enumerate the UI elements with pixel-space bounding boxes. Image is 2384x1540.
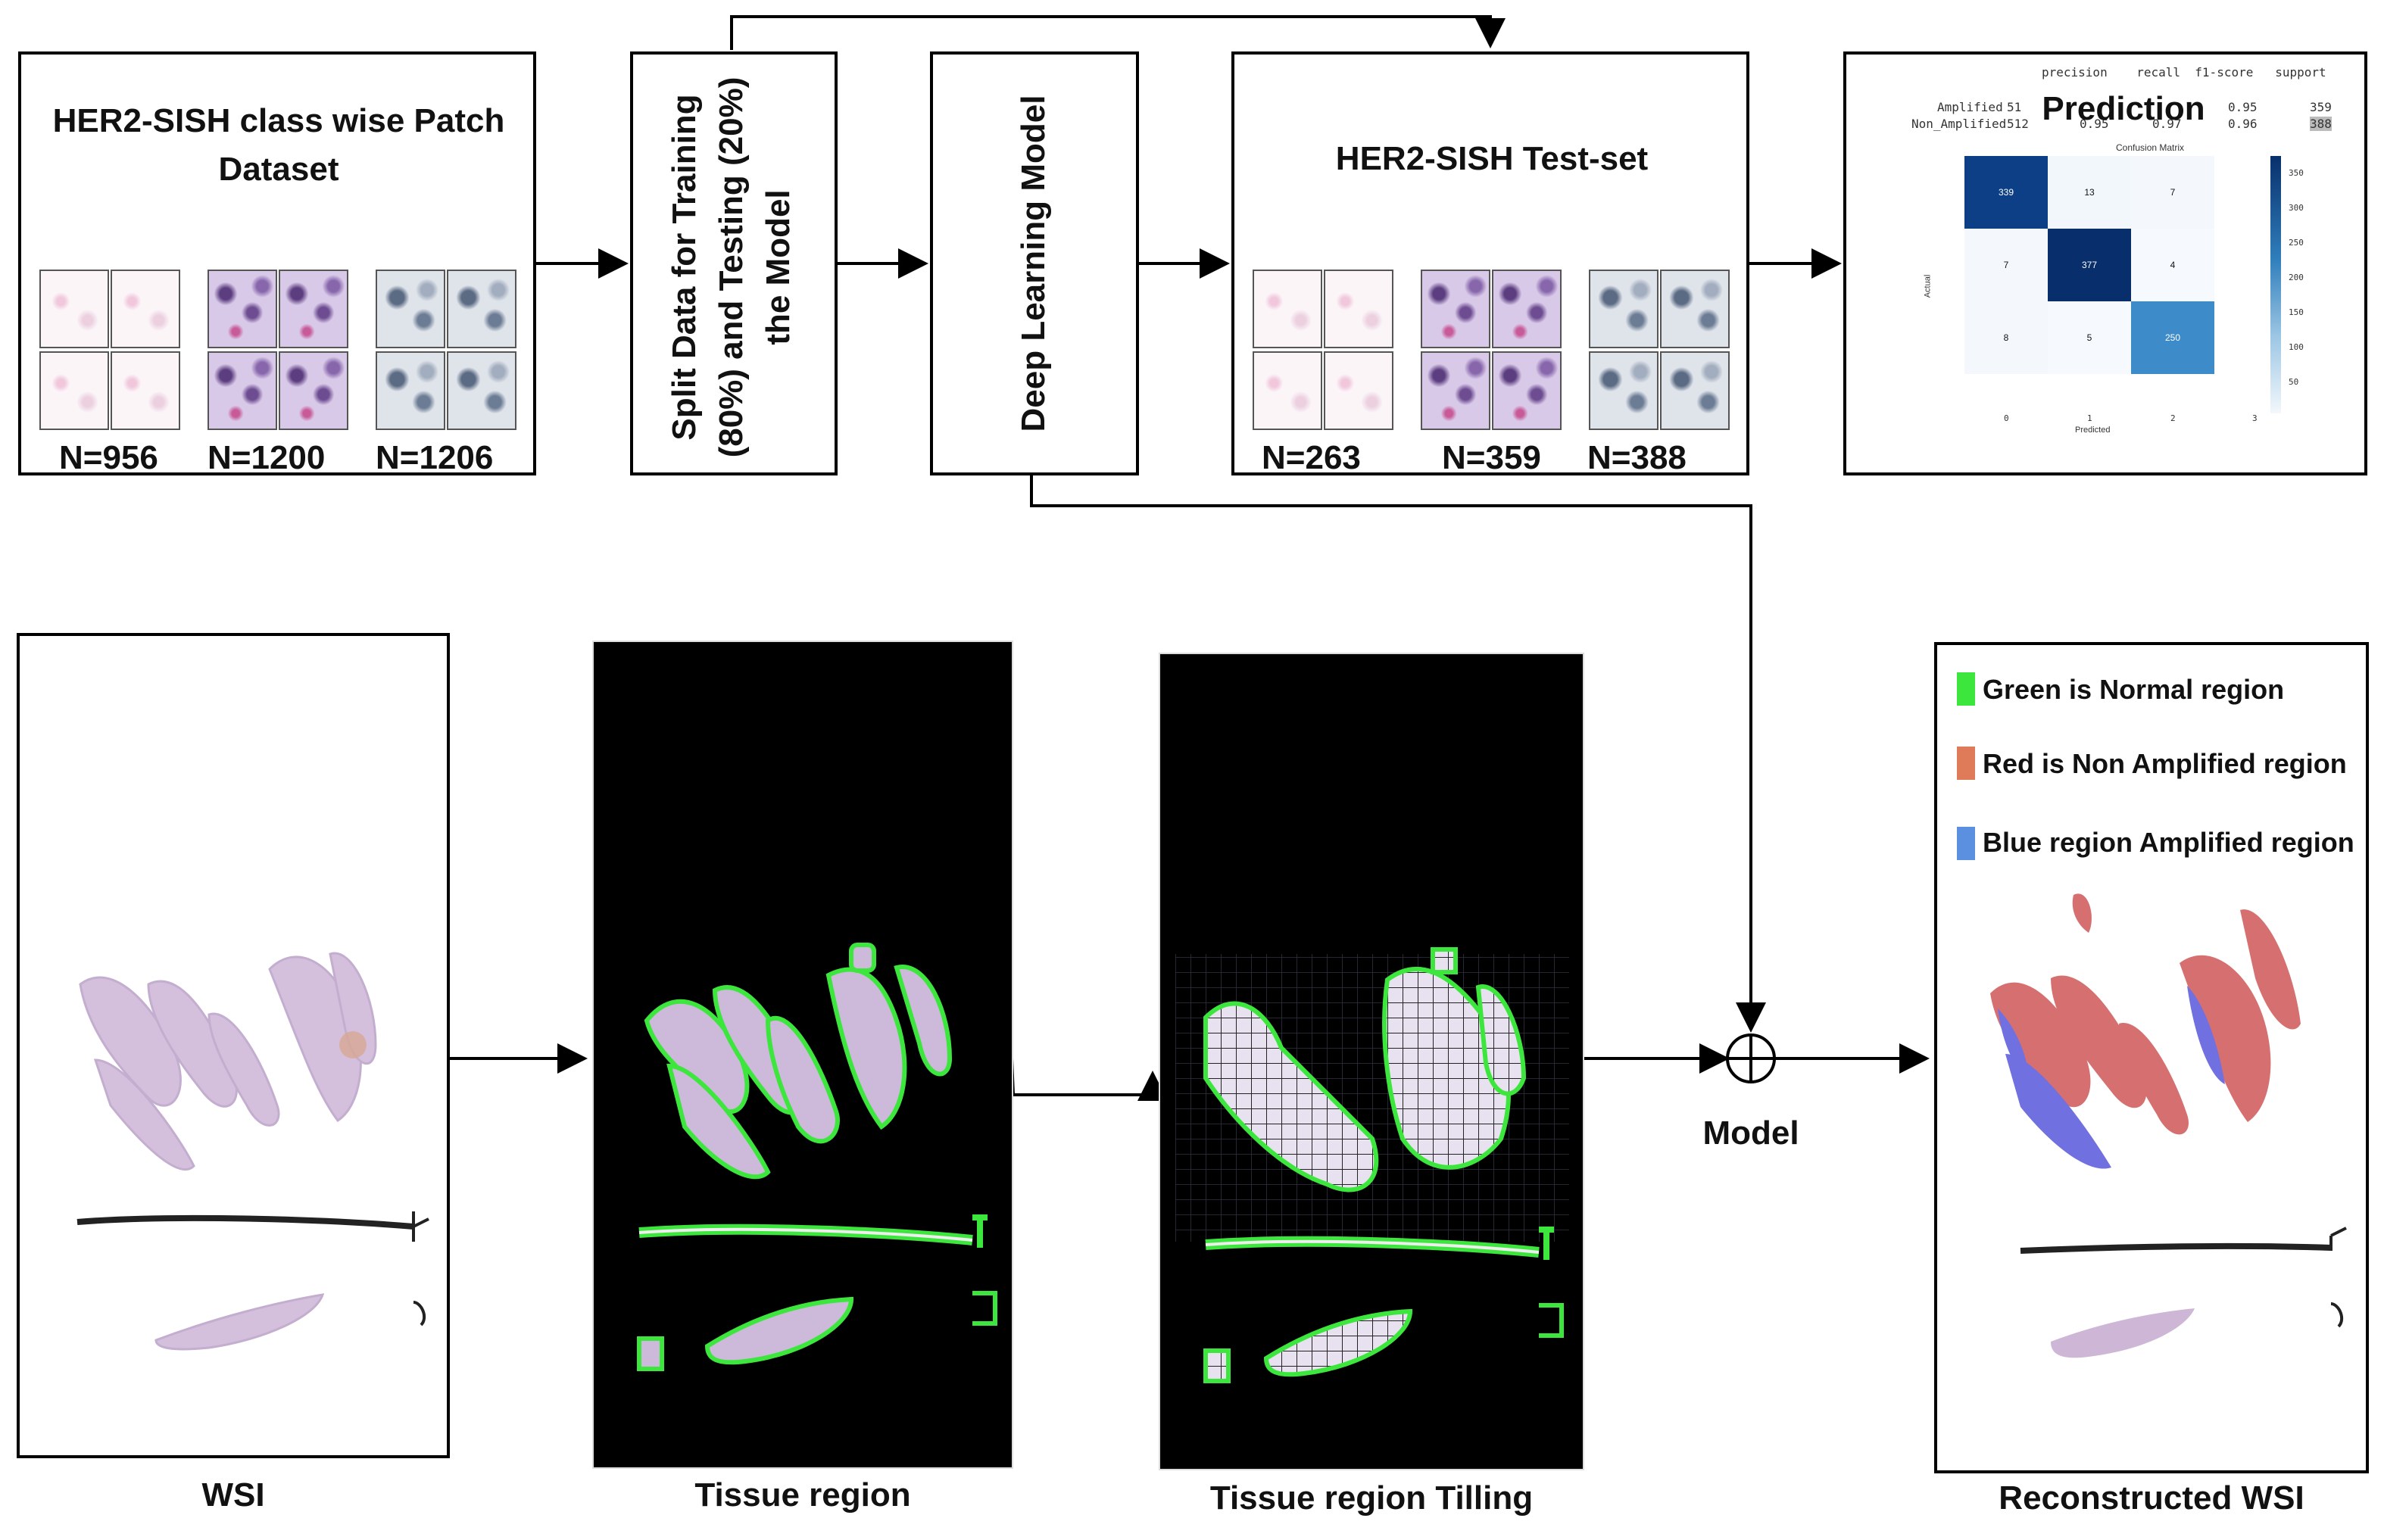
patch-amplified bbox=[447, 270, 516, 348]
cm-cell: 8 bbox=[1964, 301, 2048, 374]
legend-swatch-red bbox=[1957, 747, 1975, 780]
count-amplified: N=388 bbox=[1587, 439, 1687, 476]
report-row-nonamp-label: Non_Amplified bbox=[1911, 117, 2007, 131]
patch-non-amplified bbox=[279, 270, 348, 348]
patch-amplified bbox=[447, 351, 516, 430]
patch-normal bbox=[1253, 270, 1322, 348]
cm-cell: 5 bbox=[2048, 301, 2131, 374]
tissue-region-panel bbox=[592, 641, 1013, 1469]
split-text: Split Data for Training (80%) and Testin… bbox=[666, 76, 797, 458]
report-row-amplified-support: 359 bbox=[2310, 100, 2332, 114]
split-box: Split Data for Training (80%) and Testin… bbox=[630, 51, 838, 475]
cm-xtick: 0 bbox=[2004, 413, 2009, 423]
cm-title: Confusion Matrix bbox=[2116, 142, 2185, 153]
cm-cell: 13 bbox=[2048, 156, 2131, 229]
reconstructed-image bbox=[1990, 893, 2347, 1358]
report-row-nonamp-support: 388 bbox=[2310, 117, 2332, 131]
patch-normal bbox=[39, 351, 109, 430]
report-row-amplified-label: Amplified bbox=[1937, 100, 2003, 114]
tissue-region-caption: Tissue region bbox=[694, 1476, 911, 1514]
report-row-nonamp-precision: 512 bbox=[2007, 117, 2029, 131]
tissue-region-image bbox=[637, 943, 997, 1371]
patch-normal bbox=[39, 270, 109, 348]
patch-amplified bbox=[1589, 351, 1659, 430]
count-non-amplified: N=1200 bbox=[208, 439, 326, 476]
tilling-image bbox=[1175, 947, 1569, 1383]
arrow-model-to-combiner bbox=[1030, 475, 1766, 1033]
cm-cell: 250 bbox=[2131, 301, 2214, 374]
cm-xtick: 1 bbox=[2087, 413, 2092, 423]
colorbar-tick: 50 bbox=[2289, 377, 2299, 387]
count-normal: N=263 bbox=[1262, 439, 1361, 476]
arrow-tissue-to-tilling bbox=[1010, 1058, 1168, 1101]
prediction-box: precision recall f1-score support Amplif… bbox=[1843, 51, 2367, 475]
patch-amplified bbox=[376, 270, 445, 348]
reconstructed-caption: Reconstructed WSI bbox=[1999, 1479, 2304, 1517]
tilling-caption: Tissue region Tilling bbox=[1209, 1479, 1534, 1517]
patch-amplified bbox=[1660, 270, 1730, 348]
report-header: precision recall f1-score support bbox=[2042, 65, 2326, 79]
patch-amplified bbox=[376, 351, 445, 430]
cm-cell: 339 bbox=[1964, 156, 2048, 229]
tilling-panel bbox=[1159, 653, 1584, 1470]
count-normal: N=956 bbox=[59, 439, 158, 476]
patch-non-amplified bbox=[1492, 351, 1562, 430]
report-row-nonamp-recall: 0.95 bbox=[2080, 117, 2109, 131]
legend-swatch-blue bbox=[1957, 827, 1975, 860]
colorbar-tick: 250 bbox=[2289, 238, 2304, 248]
legend-green: Green is Normal region bbox=[1983, 674, 2285, 705]
cm-ylabel: Actual bbox=[1923, 274, 1933, 298]
cm-cell: 377 bbox=[2048, 229, 2131, 301]
dataset-title: HER2-SISH class wise Patch Dataset bbox=[52, 102, 505, 188]
wsi-caption: WSI bbox=[201, 1476, 265, 1514]
legend-blue: Blue region Amplified region bbox=[1983, 827, 2354, 858]
wsi-image bbox=[76, 952, 429, 1351]
patch-non-amplified bbox=[1421, 270, 1490, 348]
patch-non-amplified bbox=[208, 351, 277, 430]
colorbar-tick: 350 bbox=[2289, 168, 2304, 178]
patch-amplified bbox=[1589, 270, 1659, 348]
report-row-nonamp-f1: 0.96 bbox=[2228, 117, 2258, 131]
patch-normal bbox=[1253, 351, 1322, 430]
model-text: Deep Learning Model bbox=[1015, 95, 1052, 432]
testset-box: HER2-SISH Test-set N=263 N=359 N=388 bbox=[1231, 51, 1749, 476]
colorbar-tick: 150 bbox=[2289, 307, 2304, 317]
patch-normal bbox=[111, 270, 180, 348]
patch-non-amplified bbox=[1492, 270, 1562, 348]
patch-amplified bbox=[1660, 351, 1730, 430]
testset-title: HER2-SISH Test-set bbox=[1335, 140, 1649, 177]
legend-swatch-green bbox=[1957, 672, 1975, 706]
colorbar-tick: 100 bbox=[2289, 342, 2304, 352]
report-row-amplified-f1: 0.95 bbox=[2228, 100, 2258, 114]
report-row-amplified-precision: 51 bbox=[2007, 100, 2022, 114]
cm-colorbar bbox=[2270, 156, 2281, 413]
prediction-title: Prediction bbox=[2042, 90, 2205, 127]
cm-xlabel: Predicted bbox=[2075, 426, 2111, 435]
patch-normal bbox=[1324, 270, 1393, 348]
colorbar-tick: 300 bbox=[2289, 203, 2304, 213]
patch-non-amplified bbox=[279, 351, 348, 430]
confusion-matrix: 339 13 7 7 377 4 8 5 250 bbox=[1964, 156, 2214, 374]
report-row-nonamp-recall2: 0.97 bbox=[2152, 117, 2182, 131]
dataset-box: HER2-SISH class wise Patch Dataset N=956… bbox=[18, 51, 536, 476]
count-amplified: N=1206 bbox=[376, 439, 494, 476]
patch-normal bbox=[1324, 351, 1393, 430]
cm-xtick: 2 bbox=[2170, 413, 2176, 423]
patch-non-amplified bbox=[208, 270, 277, 348]
colorbar-tick: 200 bbox=[2289, 273, 2304, 282]
cm-cell: 4 bbox=[2131, 229, 2214, 301]
count-non-amplified: N=359 bbox=[1442, 439, 1541, 476]
wsi-panel bbox=[17, 633, 450, 1458]
patch-non-amplified bbox=[1421, 351, 1490, 430]
reconstructed-panel: Green is Normal region Red is Non Amplif… bbox=[1934, 642, 2369, 1473]
cm-cell: 7 bbox=[2131, 156, 2214, 229]
model-box: Deep Learning Model bbox=[930, 51, 1139, 475]
arrow-split-to-testset-top bbox=[730, 15, 1506, 50]
model-label: Model bbox=[1702, 1114, 1799, 1152]
cm-cell: 7 bbox=[1964, 229, 2048, 301]
cm-xtick: 3 bbox=[2252, 413, 2258, 423]
patch-normal bbox=[111, 351, 180, 430]
legend-red: Red is Non Amplified region bbox=[1983, 748, 2347, 779]
